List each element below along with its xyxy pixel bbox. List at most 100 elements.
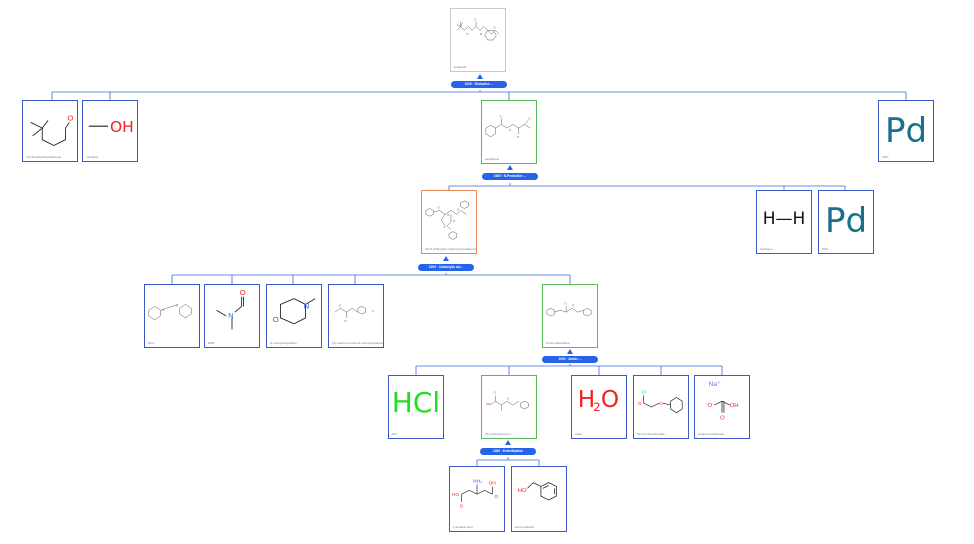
reaction-step-button[interactable]: 1002 · Amide ... xyxy=(542,356,598,363)
svg-text:2: 2 xyxy=(593,400,600,414)
reaction-step-button[interactable]: 1000 · Esterification xyxy=(480,448,536,455)
card-caption: DMF xyxy=(208,341,215,345)
molecule-structure-n-methylmorpholine: N O xyxy=(273,298,316,325)
molecule-structure-benzyl-alcohol: HO xyxy=(518,482,557,501)
svg-text:O: O xyxy=(499,115,502,119)
svg-text:O: O xyxy=(720,416,725,422)
reagent-card[interactable]: N O DMF xyxy=(204,284,260,348)
arrow-up-icon xyxy=(477,74,483,79)
svg-text:N: N xyxy=(304,301,310,310)
svg-text:O: O xyxy=(638,401,642,407)
reactant-card[interactable]: O 3,3-dimethylbutyraldehyde xyxy=(22,100,78,162)
svg-text:Cl: Cl xyxy=(371,309,374,313)
card-caption: DCC xyxy=(148,341,155,345)
target-molecule-card[interactable]: O O O N loseboral xyxy=(450,8,506,72)
card-caption: HCl xyxy=(392,432,397,436)
svg-text:O: O xyxy=(659,401,663,407)
svg-text:O: O xyxy=(443,225,446,229)
intermediate-card[interactable]: O O O N aspartame xyxy=(481,100,537,164)
svg-text:N: N xyxy=(480,32,482,36)
card-caption: hydrogen xyxy=(760,247,773,251)
svg-text:H: H xyxy=(578,387,595,413)
svg-text:O: O xyxy=(493,25,496,29)
svg-text:O: O xyxy=(494,494,498,500)
svg-text:O: O xyxy=(572,303,575,307)
svg-text:NH₂: NH₂ xyxy=(473,479,482,485)
card-caption: loseboral xyxy=(454,65,467,69)
arrow-up-icon xyxy=(443,256,449,261)
card-caption: water xyxy=(575,432,583,436)
reagent-card[interactable]: H—H hydrogen xyxy=(756,190,812,254)
svg-text:⁻O: ⁻O xyxy=(705,403,713,409)
card-caption: Pd/C xyxy=(822,247,829,251)
card-caption: N-methylmorpholine xyxy=(270,341,297,345)
svg-text:HO: HO xyxy=(518,488,527,494)
card-caption: (S)-methyl 2-amino-3-phenylpropanoate hy… xyxy=(332,341,384,345)
svg-text:N: N xyxy=(447,213,449,217)
svg-text:OH: OH xyxy=(110,118,134,136)
svg-text:O: O xyxy=(457,207,460,211)
reagent-card[interactable]: Pd Pd/C xyxy=(878,100,934,162)
svg-text:O: O xyxy=(240,288,246,297)
svg-text:O: O xyxy=(564,301,567,305)
molecule-structure-phe-methyl-ester: O N Cl xyxy=(334,303,375,323)
molecule-structure-dmf: N O xyxy=(216,288,246,330)
reaction-step-button[interactable]: 1000 · Reductive ... xyxy=(451,81,507,88)
reagent-card[interactable]: Na⁺ ⁻O OH O sodium bicarbonate xyxy=(694,375,750,439)
arrow-up-icon xyxy=(505,440,511,445)
svg-text:N: N xyxy=(228,311,234,320)
card-caption: 3,3-dimethylbutyraldehyde xyxy=(26,155,62,159)
arrow-up-icon xyxy=(567,349,573,354)
svg-text:O: O xyxy=(460,504,464,510)
card-caption: Pd/C xyxy=(882,155,889,159)
molecule-structure-methanol: OH xyxy=(88,118,134,136)
svg-text:O: O xyxy=(67,113,73,122)
svg-text:O: O xyxy=(273,315,279,324)
card-caption: methanol xyxy=(86,155,99,159)
svg-text:N: N xyxy=(176,303,178,307)
molecule-formula: HCl xyxy=(391,386,441,419)
card-caption: (S)-4-(benzyloxy)-2-... xyxy=(485,432,515,436)
card-caption: aspartame xyxy=(485,157,500,161)
reagent-card[interactable]: Cl O O benzyl chloroformate xyxy=(633,375,689,439)
molecule-structure-cbz-protected: O O O NN xyxy=(425,200,469,240)
reactant-card[interactable]: O N Cl (S)-methyl 2-amino-3-phenylpropan… xyxy=(328,284,384,348)
molecule-structure-aspartic-acid: NH₂ HO O OH O xyxy=(452,479,498,510)
reaction-step-button[interactable]: 1000 · Carboxylic aci... xyxy=(418,264,474,271)
card-caption: L-aspartic acid xyxy=(453,525,473,529)
svg-text:O: O xyxy=(601,387,619,413)
svg-text:N: N xyxy=(453,219,455,223)
reagent-card[interactable]: N O N-methylmorpholine xyxy=(266,284,322,348)
reagent-card[interactable]: Pd Pd/C xyxy=(818,190,874,254)
reactant-card[interactable]: NH₂ HO O OH O L-aspartic acid xyxy=(449,466,505,532)
svg-text:O: O xyxy=(466,32,469,36)
svg-text:O: O xyxy=(528,116,531,120)
svg-text:OH: OH xyxy=(489,481,497,487)
reactant-card[interactable]: OH methanol xyxy=(82,100,138,162)
card-caption: N-Cbz-aspartame xyxy=(546,341,570,345)
svg-text:Cl: Cl xyxy=(642,390,647,396)
svg-text:HO: HO xyxy=(486,402,491,406)
svg-text:N: N xyxy=(509,128,511,132)
svg-text:Na⁺: Na⁺ xyxy=(709,381,722,388)
arrow-up-icon xyxy=(507,165,513,170)
svg-text:O: O xyxy=(437,206,440,210)
reactant-card[interactable]: HO benzyl alcohol xyxy=(511,466,567,532)
molecule-formula: H—H xyxy=(762,209,806,229)
reaction-step-button[interactable]: 1000 · N-Protective ... xyxy=(482,173,538,180)
svg-text:O: O xyxy=(517,135,520,139)
svg-text:OH: OH xyxy=(730,403,739,409)
svg-text:N: N xyxy=(344,319,346,323)
reagent-card[interactable]: HCl HCl xyxy=(388,375,444,439)
reagent-card[interactable]: H 2 O water xyxy=(571,375,627,439)
molecule-structure-target: O O O N xyxy=(456,18,500,41)
svg-text:O: O xyxy=(507,396,510,400)
card-caption: benzyl alcohol xyxy=(515,525,535,529)
svg-text:O: O xyxy=(474,18,477,22)
